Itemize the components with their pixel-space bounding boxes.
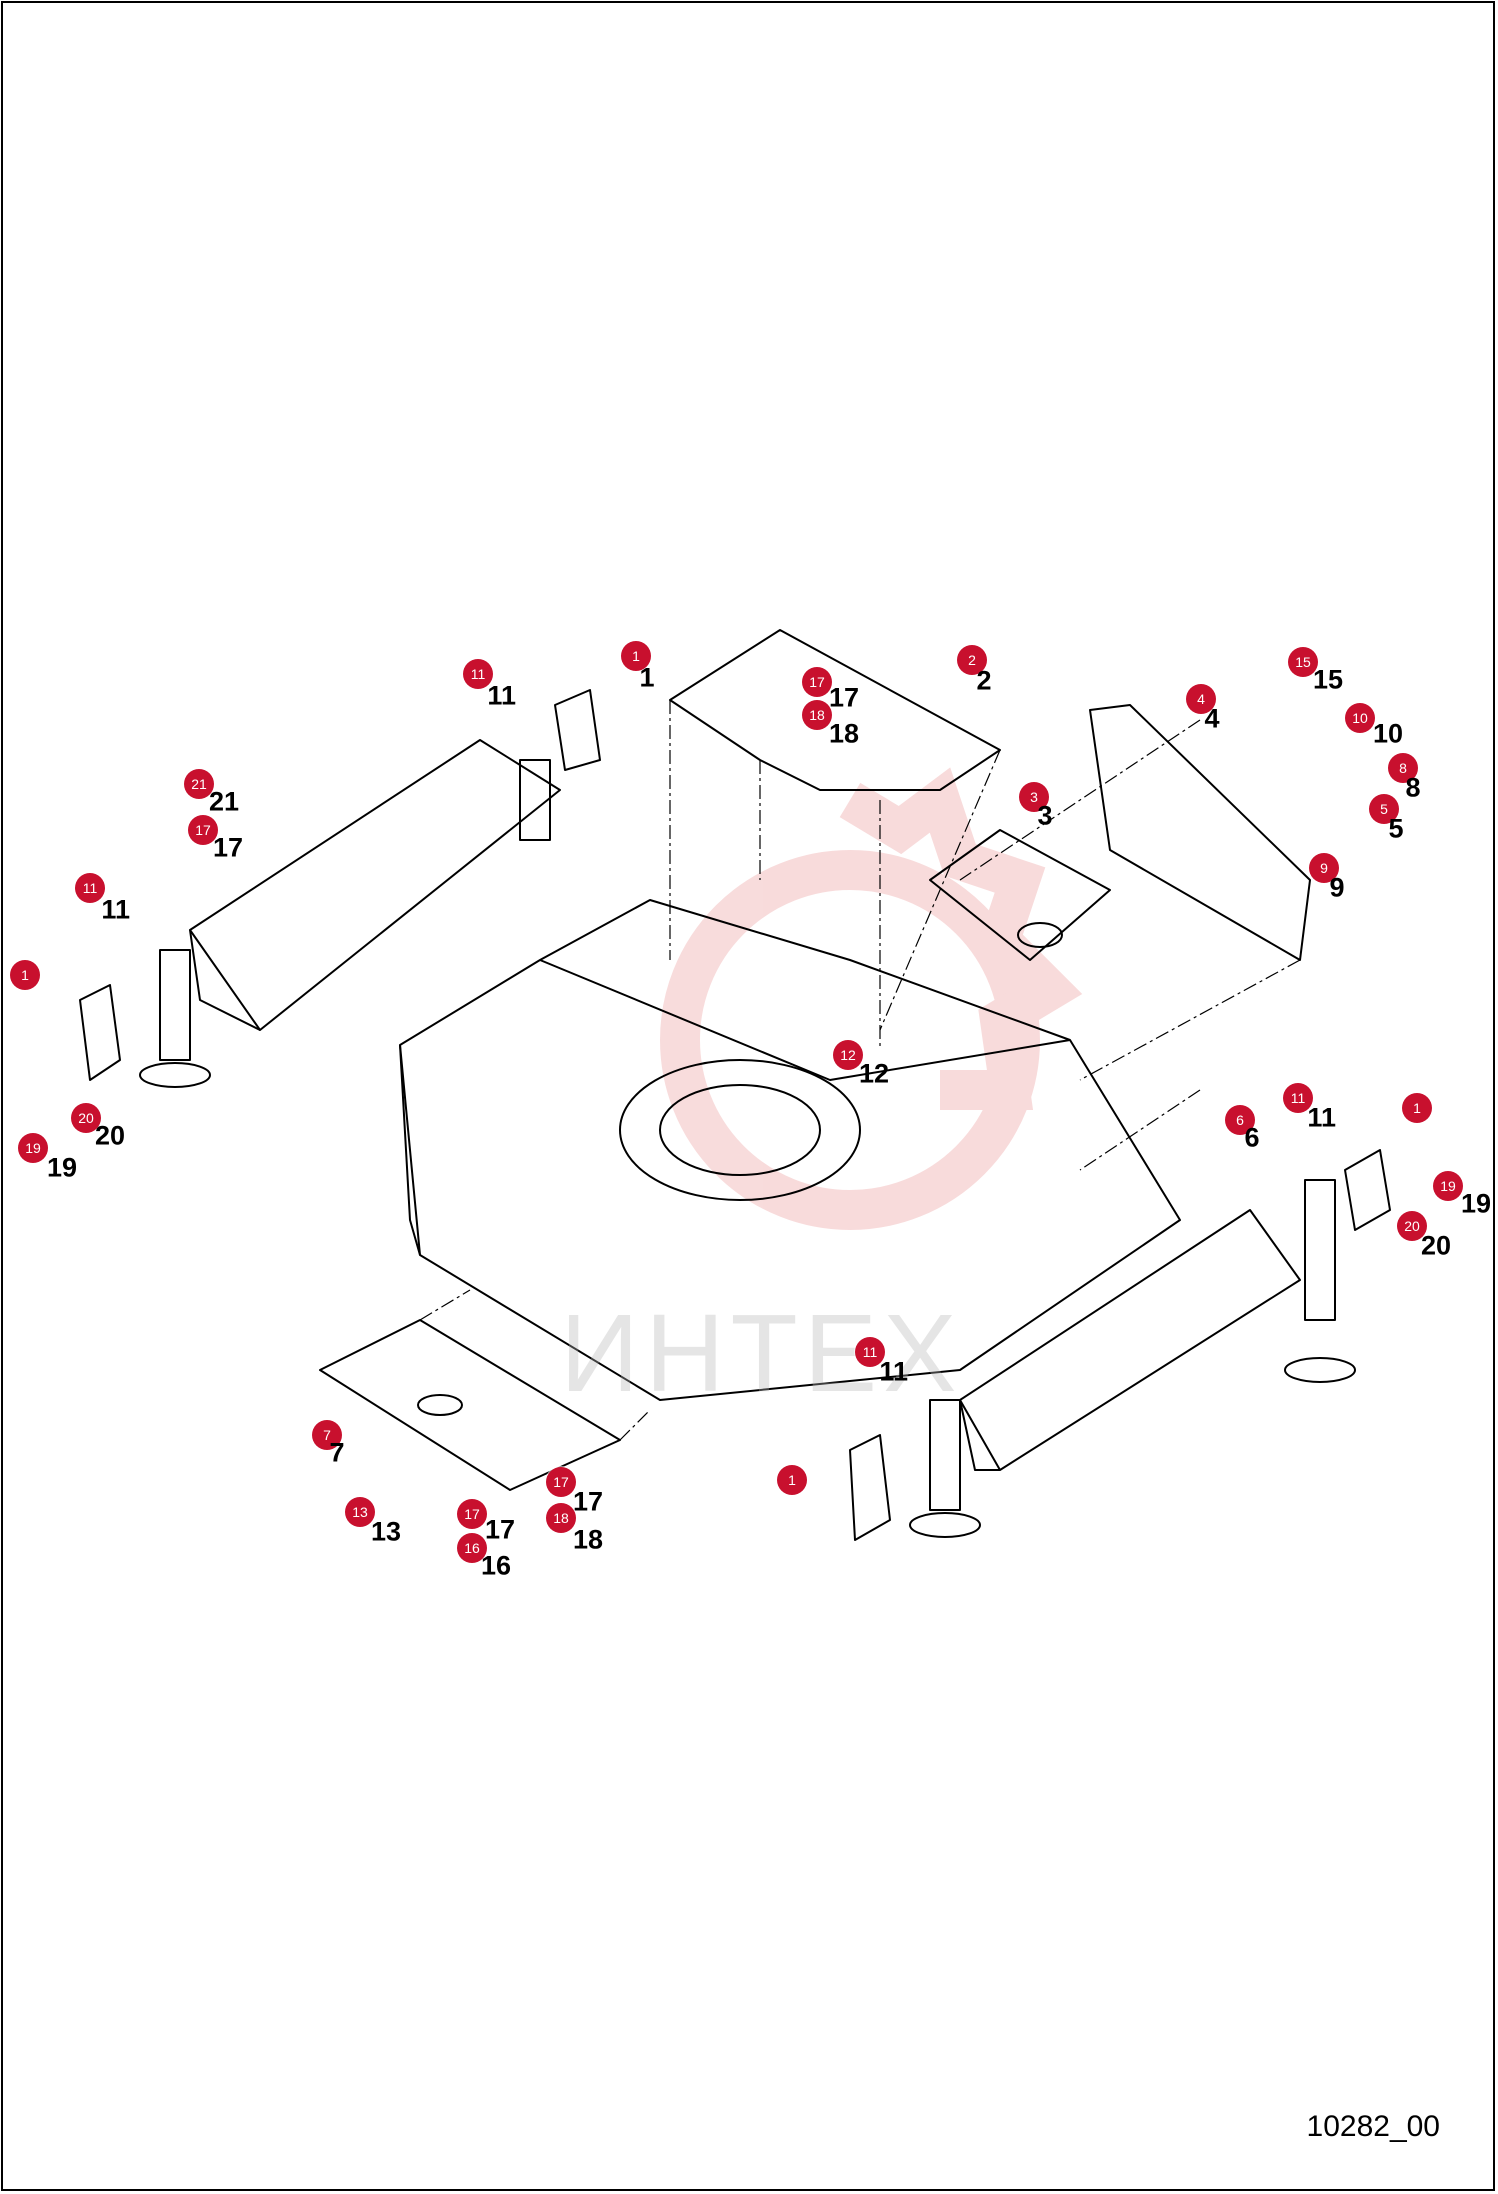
watermark-gear (660, 767, 1083, 1230)
callout-17[interactable]: 17 (457, 1499, 487, 1529)
callout-19[interactable]: 19 (1433, 1171, 1463, 1201)
label-15: 15 (1312, 664, 1344, 695)
cover-plate (929, 829, 1111, 961)
label-20: 20 (94, 1120, 126, 1151)
callout-2[interactable]: 2 (957, 645, 987, 675)
label-11: 11 (101, 894, 130, 925)
callout-1[interactable]: 1 (621, 641, 651, 671)
label-17: 17 (828, 682, 860, 713)
callout-20[interactable]: 20 (1397, 1211, 1427, 1241)
callout-18[interactable]: 18 (546, 1503, 576, 1533)
label-18: 18 (572, 1524, 604, 1555)
callout-1[interactable]: 1 (777, 1465, 807, 1495)
outrigger-jack-front-right (1284, 1179, 1356, 1383)
outrigger-jack-rear-right (519, 759, 551, 841)
callout-17[interactable]: 17 (546, 1467, 576, 1497)
label-9: 9 (1329, 872, 1345, 903)
callout-11[interactable]: 11 (1283, 1083, 1313, 1113)
callout-10[interactable]: 10 (1345, 703, 1375, 733)
callout-4[interactable]: 4 (1186, 684, 1216, 714)
label-17: 17 (212, 832, 244, 863)
label-19: 19 (1460, 1188, 1492, 1219)
callout-9[interactable]: 9 (1309, 853, 1339, 883)
label-11: 11 (1307, 1102, 1336, 1133)
callout-3[interactable]: 3 (1019, 782, 1049, 812)
boom-front-right (959, 1209, 1301, 1471)
callout-19[interactable]: 19 (18, 1133, 48, 1163)
label-13: 13 (370, 1516, 402, 1547)
callout-6[interactable]: 6 (1225, 1105, 1255, 1135)
label-16: 16 (480, 1550, 512, 1581)
label-2: 2 (976, 665, 992, 696)
watermark-text: ИНТЕХ (560, 1292, 963, 1415)
callout-17[interactable]: 17 (802, 667, 832, 697)
callout-1[interactable]: 1 (1402, 1093, 1432, 1123)
label-19: 19 (46, 1152, 78, 1183)
label-8: 8 (1405, 772, 1421, 803)
callout-12[interactable]: 12 (833, 1040, 863, 1070)
label-18: 18 (828, 718, 860, 749)
label-6: 6 (1244, 1122, 1260, 1153)
label-12: 12 (858, 1058, 890, 1089)
outrigger-jack-front-left (909, 1399, 981, 1538)
callout-11[interactable]: 11 (463, 659, 493, 689)
callout-17[interactable]: 17 (188, 815, 218, 845)
boom-rear-left (189, 739, 561, 1031)
callout-13[interactable]: 13 (345, 1497, 375, 1527)
callout-8[interactable]: 8 (1388, 753, 1418, 783)
label-7: 7 (329, 1437, 345, 1468)
pad-front-right (1344, 1149, 1391, 1231)
label-10: 10 (1372, 718, 1404, 749)
callout-5[interactable]: 5 (1369, 794, 1399, 824)
label-20: 20 (1420, 1230, 1452, 1261)
label-21: 21 (208, 786, 240, 817)
label-11: 11 (487, 680, 516, 711)
label-17: 17 (484, 1514, 516, 1545)
pad-rear-left (79, 984, 121, 1081)
callout-16[interactable]: 16 (457, 1533, 487, 1563)
chassis-frame (399, 959, 1181, 1401)
label-11: 11 (879, 1356, 908, 1387)
callout-18[interactable]: 18 (802, 700, 832, 730)
callout-21[interactable]: 21 (184, 769, 214, 799)
label-1: 1 (639, 662, 655, 693)
callout-15[interactable]: 15 (1288, 647, 1318, 677)
callout-7[interactable]: 7 (312, 1420, 342, 1450)
callout-11[interactable]: 11 (855, 1337, 885, 1367)
drawing-number: 10282_00 (1306, 2110, 1440, 2143)
side-panel (1089, 704, 1311, 961)
outrigger-jack-rear-left (139, 949, 211, 1088)
callout-11[interactable]: 11 (75, 873, 105, 903)
slewing-ring (619, 1059, 861, 1201)
label-3: 3 (1037, 800, 1053, 831)
pad-top (554, 689, 601, 771)
label-17: 17 (572, 1486, 604, 1517)
label-4: 4 (1204, 703, 1220, 734)
pad-front-left (849, 1434, 891, 1541)
callout-1[interactable]: 1 (10, 960, 40, 990)
label-5: 5 (1388, 813, 1404, 844)
callout-20[interactable]: 20 (71, 1103, 101, 1133)
